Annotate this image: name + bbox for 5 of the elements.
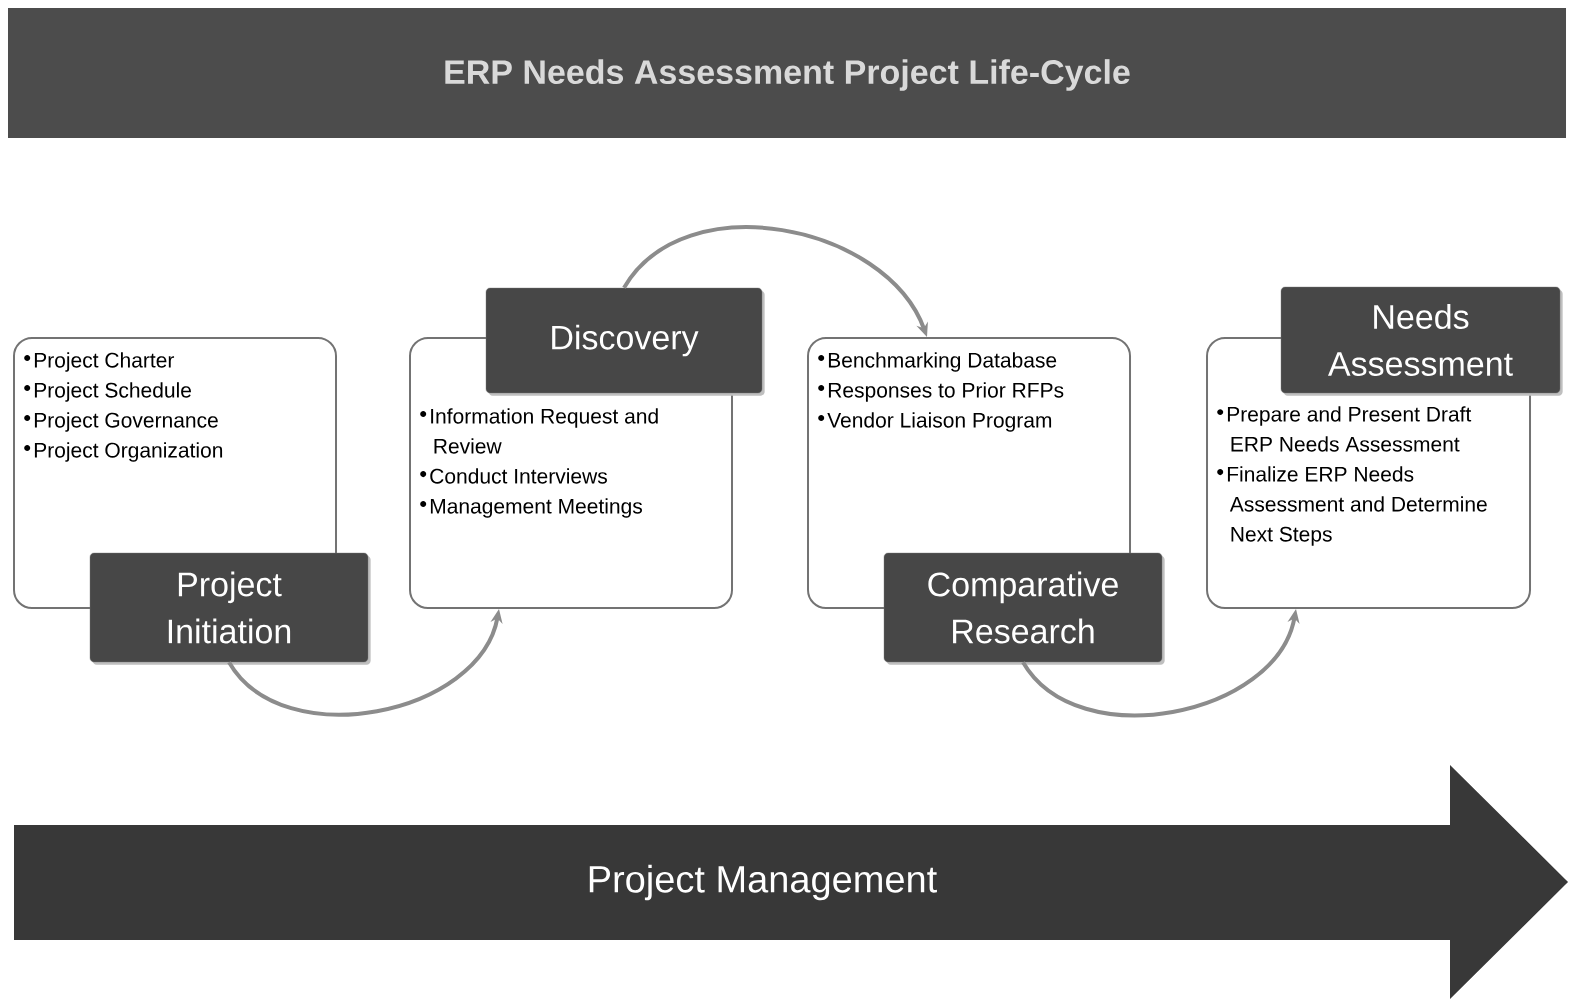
phase-label: Comparative Research [883, 552, 1165, 665]
phase-label: Needs Assessment [1280, 286, 1563, 396]
phase-label: Project Initiation [89, 552, 371, 665]
phase-label: Discovery [485, 287, 765, 396]
title-band: ERP Needs Assessment Project Life-Cycle [8, 8, 1566, 138]
